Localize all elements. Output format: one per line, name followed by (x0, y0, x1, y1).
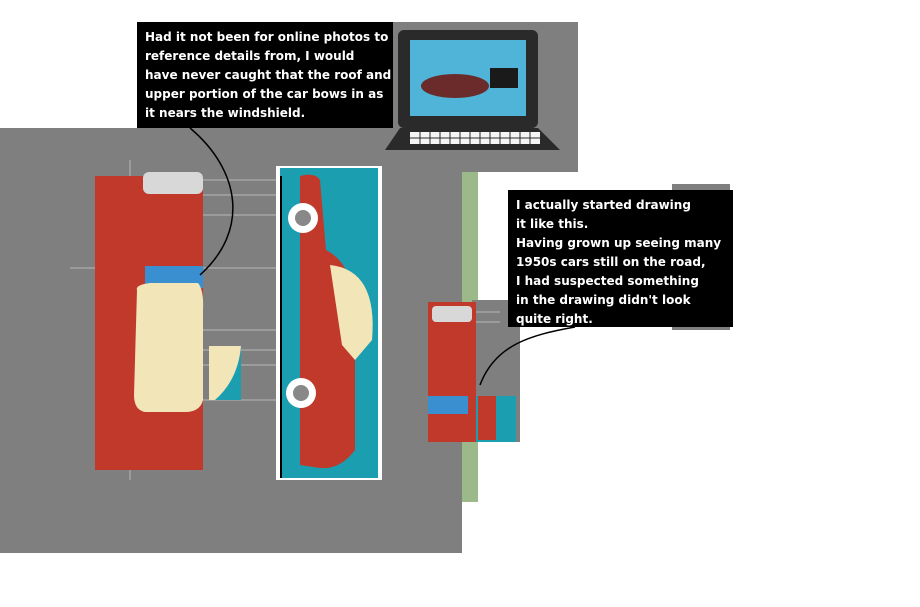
caption-top-line: have never caught that the roof and (145, 68, 392, 82)
gray-panel-main (0, 128, 462, 553)
caption-top-line: upper portion of the car bows in as (145, 87, 384, 101)
caption-tail-top (189, 127, 234, 276)
car-crop-right (428, 302, 516, 442)
caption-right-line: quite right. (516, 312, 593, 326)
caption-right-line: I actually started drawing (516, 198, 691, 212)
caption-right-line: I had suspected something (516, 274, 699, 288)
caption-right-line: 1950s cars still on the road, (516, 255, 706, 269)
caption-top-line: Had it not been for online photos to (145, 30, 389, 44)
caption-top-line: it nears the windshield. (145, 106, 306, 120)
caption-top: Had it not been for online photos to ref… (137, 22, 393, 128)
caption-right-line: Having grown up seeing many (516, 236, 722, 250)
car-side-view (276, 166, 382, 480)
caption-right-line: in the drawing didn't look (516, 293, 691, 307)
roof-detail-crop (209, 346, 241, 400)
caption-right-line: it like this. (516, 217, 589, 231)
caption-tail-right (479, 326, 576, 386)
caption-top-line: reference details from, I would (145, 49, 355, 63)
car-top-view (95, 172, 204, 470)
laptop-illustration (385, 30, 560, 150)
caption-right: I actually started drawing it like this.… (508, 190, 733, 327)
